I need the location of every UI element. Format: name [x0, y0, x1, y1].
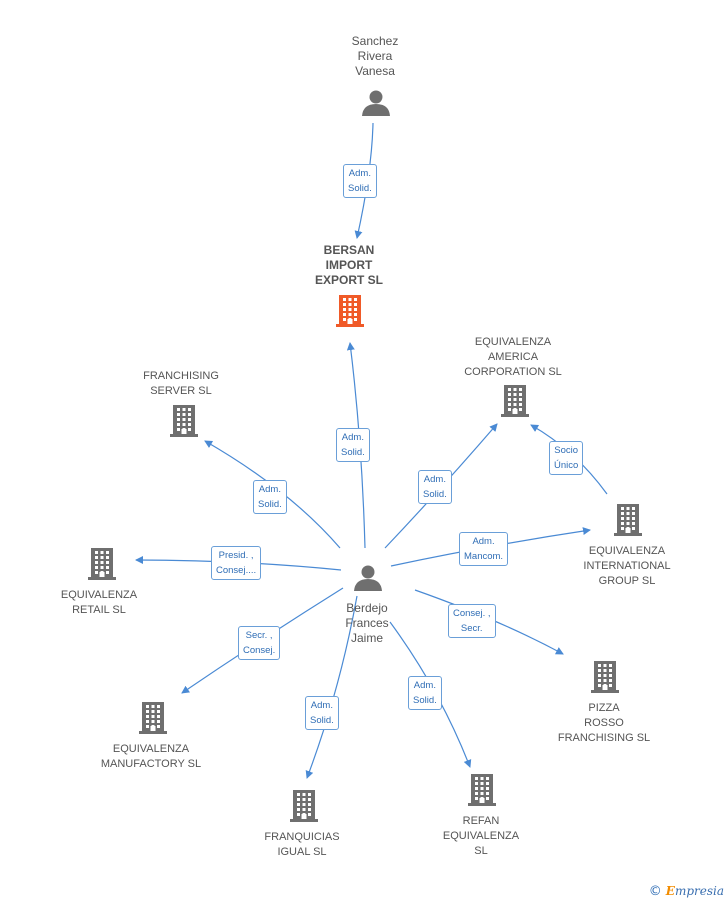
- node-label-line: GROUP SL: [598, 575, 656, 587]
- node-label-line: ROSSO: [584, 717, 624, 729]
- edge-role-label[interactable]: Presid. , Consej....: [211, 546, 262, 580]
- edge-role-text: Secr. ,: [245, 630, 273, 641]
- node-label-line: RETAIL SL: [72, 604, 126, 616]
- edge-role-label[interactable]: Secr. , Consej.: [238, 626, 281, 660]
- edge-role-text: Solid.: [341, 447, 365, 458]
- node-label-line: BERSAN: [323, 243, 375, 257]
- node-label-line: Jaime: [350, 631, 384, 645]
- person-icon[interactable]: [362, 90, 390, 117]
- edge-role-text: Solid.: [258, 499, 282, 510]
- node-label-line: SL: [474, 845, 488, 857]
- edge-role-label[interactable]: Adm. Solid.: [343, 164, 377, 198]
- node-label-line: EQUIVALENZA: [474, 336, 552, 348]
- building-icon[interactable]: [591, 661, 619, 693]
- edge-role-text: Solid.: [310, 715, 334, 726]
- edge-role-text: Consej. ,: [453, 608, 491, 619]
- node-label-line: FRANCHISING SL: [557, 732, 651, 744]
- edge-role-text: Adm.: [472, 536, 495, 547]
- node-label-line: CORPORATION SL: [464, 366, 562, 378]
- building-icon[interactable]: [88, 548, 116, 580]
- node-label-refan[interactable]: REFAN EQUIVALENZA SL: [443, 814, 519, 859]
- node-label-equiv-international[interactable]: EQUIVALENZA INTERNATIONAL GROUP SL: [583, 544, 670, 589]
- node-label-line: AMERICA: [487, 351, 539, 363]
- node-label-line: IGUAL SL: [277, 846, 327, 858]
- edge-role-text: Solid.: [348, 183, 372, 194]
- edge-role-text: Adm.: [310, 700, 333, 711]
- edge-role-text: Solid.: [413, 695, 437, 706]
- person-icon[interactable]: [354, 565, 382, 592]
- edge-role-text: Presid. ,: [218, 550, 254, 561]
- edge-role-text: Adm.: [258, 484, 281, 495]
- node-label-line: SERVER SL: [150, 385, 212, 397]
- edge-berdejo-to-franquicias_igual: [305, 595, 358, 779]
- edge-role-text: Adm.: [423, 474, 446, 485]
- edge-role-text: Adm.: [341, 432, 364, 443]
- node-label-line: REFAN: [462, 815, 500, 827]
- edge-role-label[interactable]: Adm. Solid.: [305, 696, 339, 730]
- edge-role-label[interactable]: Adm. Solid.: [336, 428, 370, 462]
- node-label-line: Vanesa: [355, 64, 395, 78]
- edge-role-text: Secr.: [460, 623, 483, 634]
- node-label-line: Rivera: [357, 49, 393, 63]
- node-label-line: EQUIVALENZA: [112, 743, 190, 755]
- node-label-line: Frances: [345, 616, 389, 630]
- node-label-equiv-retail[interactable]: EQUIVALENZA RETAIL SL: [61, 588, 137, 618]
- building-icon[interactable]: [290, 790, 318, 822]
- node-label-line: Berdejo: [346, 601, 388, 615]
- node-label-line: EQUIVALENZA: [442, 830, 520, 842]
- node-label-franchising-server[interactable]: FRANCHISING SERVER SL: [143, 369, 219, 399]
- edge-role-text: Consej....: [216, 565, 257, 576]
- empresia-logo: ©Empresia: [648, 884, 724, 899]
- node-label-line: Sanchez: [351, 34, 399, 48]
- edge-role-label[interactable]: Consej. , Secr.: [448, 604, 496, 638]
- edge-role-text: Mancom.: [464, 551, 504, 562]
- building-icon[interactable]: [468, 774, 496, 806]
- building-icon[interactable]: [170, 405, 198, 437]
- node-label-line: MANUFACTORY SL: [100, 758, 202, 770]
- node-label-equiv-manufactory[interactable]: EQUIVALENZA MANUFACTORY SL: [101, 742, 201, 772]
- node-label-pizza-rosso[interactable]: PIZZA ROSSO FRANCHISING SL: [558, 701, 650, 746]
- node-label-line: FRANQUICIAS: [264, 831, 340, 843]
- node-label-franquicias-igual[interactable]: FRANQUICIAS IGUAL SL: [264, 830, 339, 860]
- edge-role-text: Consej.: [243, 645, 276, 656]
- edge-role-text: Único: [554, 460, 579, 471]
- building-icon[interactable]: [614, 504, 642, 536]
- edge-role-label[interactable]: Adm. Mancom.: [459, 532, 509, 566]
- edge-role-text: Socio: [554, 445, 579, 456]
- edge-role-label[interactable]: Adm. Solid.: [418, 470, 452, 504]
- edge-role-label[interactable]: Adm. Solid.: [253, 480, 287, 514]
- node-label-line: EQUIVALENZA: [60, 589, 138, 601]
- edge-role-text: Adm.: [413, 680, 436, 691]
- node-label-line: EQUIVALENZA: [588, 545, 666, 557]
- building-icon[interactable]: [501, 385, 529, 417]
- node-label-line: FRANCHISING: [143, 370, 219, 382]
- node-label-equiv-america[interactable]: EQUIVALENZA AMERICA CORPORATION SL: [464, 335, 562, 380]
- node-label-line: INTERNATIONAL: [583, 560, 671, 572]
- building-icon[interactable]: [139, 702, 167, 734]
- edge-role-label[interactable]: Adm. Solid.: [408, 676, 442, 710]
- building-icon[interactable]: [336, 295, 364, 327]
- node-label-line: IMPORT: [325, 258, 373, 272]
- node-label-line: EXPORT SL: [314, 273, 384, 287]
- node-label-line: PIZZA: [588, 702, 620, 714]
- edge-role-text: Solid.: [423, 489, 447, 500]
- edge-role-text: Adm.: [348, 168, 371, 179]
